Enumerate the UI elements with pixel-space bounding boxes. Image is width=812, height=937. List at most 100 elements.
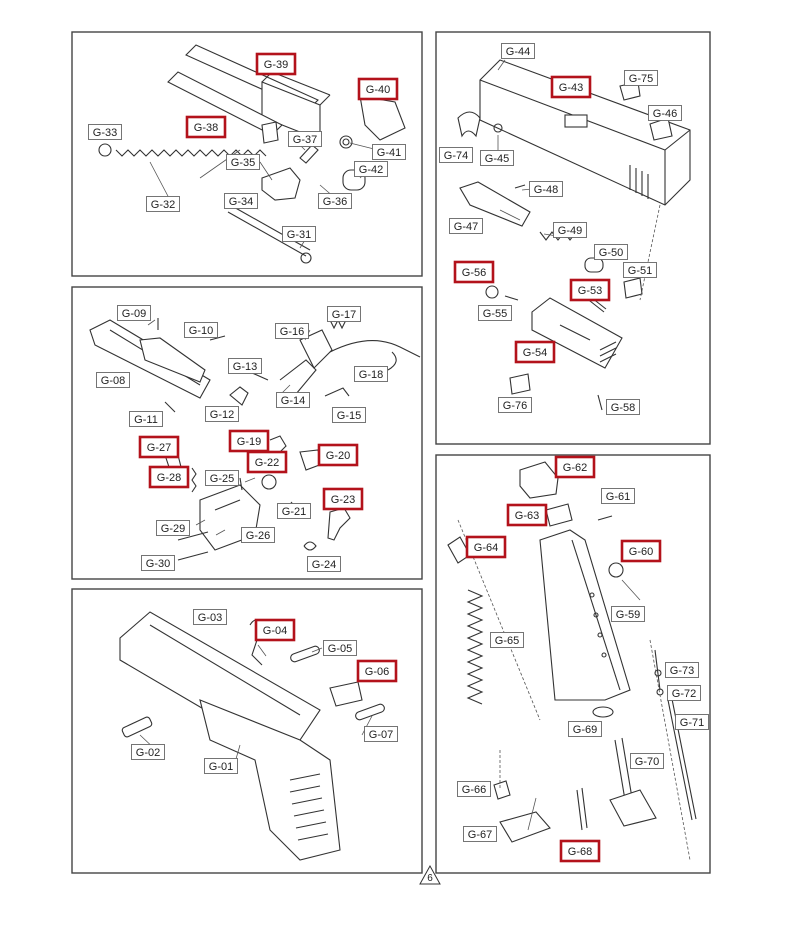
part-label-g-60: G-60: [620, 539, 662, 563]
highlight-box-g-54: [514, 340, 556, 364]
part-label-g-63: G-63: [506, 503, 548, 527]
label-box-g-15: [332, 407, 366, 423]
part-label-text-g-11: G-11: [134, 414, 158, 426]
part-label-text-g-49: G-49: [558, 225, 582, 237]
label-box-g-67: [463, 826, 497, 842]
part-label-text-g-39: G-39: [264, 59, 288, 71]
label-box-g-48: [529, 181, 563, 197]
label-box-g-50: [594, 244, 628, 260]
part-label-text-g-68: G-68: [568, 846, 592, 858]
part-label-g-28: G-28: [148, 465, 190, 489]
label-box-g-24: [307, 556, 341, 572]
part-label-g-19: G-19: [228, 429, 270, 453]
highlight-box-g-43: [550, 75, 592, 99]
part-label-text-g-18: G-18: [359, 369, 383, 381]
label-box-g-41: [372, 144, 406, 160]
part-label-g-54: G-54: [514, 340, 556, 364]
label-box-g-71: [675, 714, 709, 730]
label-box-g-69: [568, 721, 602, 737]
part-label-g-31: G-31: [282, 226, 316, 242]
part-label-text-g-65: G-65: [495, 635, 519, 647]
part-label-g-33: G-33: [88, 124, 122, 140]
part-label-g-45: G-45: [480, 150, 514, 166]
part-label-g-32: G-32: [146, 196, 180, 212]
part-label-g-04: G-04: [254, 618, 296, 642]
part-label-text-g-13: G-13: [233, 361, 257, 373]
label-box-g-47: [449, 218, 483, 234]
part-label-text-g-67: G-67: [468, 829, 492, 841]
part-label-g-50: G-50: [594, 244, 628, 260]
part-label-g-64: G-64: [465, 535, 507, 559]
label-box-g-30: [141, 555, 175, 571]
part-label-text-g-27: G-27: [147, 442, 171, 454]
part-label-g-47: G-47: [449, 218, 483, 234]
part-label-g-55: G-55: [478, 305, 512, 321]
part-label-text-g-54: G-54: [523, 347, 547, 359]
part-label-g-53: G-53: [569, 278, 611, 302]
label-box-g-13: [228, 358, 262, 374]
highlight-box-g-64: [465, 535, 507, 559]
part-label-text-g-05: G-05: [328, 643, 352, 655]
part-label-text-g-72: G-72: [672, 688, 696, 700]
part-label-g-13: G-13: [228, 358, 262, 374]
part-label-g-59: G-59: [611, 606, 645, 622]
label-box-g-36: [318, 193, 352, 209]
part-label-text-g-06: G-06: [365, 666, 389, 678]
part-label-text-g-62: G-62: [563, 462, 587, 474]
magazine-part-drawings: [447, 461, 697, 861]
part-label-text-g-36: G-36: [323, 196, 347, 208]
label-box-g-75: [624, 70, 658, 86]
trigger-part-drawings: [89, 318, 421, 561]
part-label-text-g-76: G-76: [503, 400, 527, 412]
highlight-box-g-60: [620, 539, 662, 563]
label-box-g-45: [480, 150, 514, 166]
label-box-g-73: [665, 662, 699, 678]
part-label-g-02: G-02: [131, 744, 165, 760]
part-label-text-g-75: G-75: [629, 73, 653, 85]
part-label-text-g-07: G-07: [369, 729, 393, 741]
part-label-g-27: G-27: [138, 435, 180, 459]
part-label-text-g-02: G-02: [136, 747, 160, 759]
label-box-g-32: [146, 196, 180, 212]
label-box-g-76: [498, 397, 532, 413]
part-label-text-g-10: G-10: [189, 325, 213, 337]
part-label-g-61: G-61: [601, 488, 635, 504]
part-label-g-51: G-51: [623, 262, 657, 278]
highlight-box-g-62: [554, 455, 596, 479]
label-box-g-51: [623, 262, 657, 278]
part-label-g-17: G-17: [327, 306, 361, 322]
part-label-g-20: G-20: [317, 443, 359, 467]
part-label-g-30: G-30: [141, 555, 175, 571]
part-label-text-g-55: G-55: [483, 308, 507, 320]
part-label-g-75: G-75: [624, 70, 658, 86]
highlight-box-g-38: [185, 115, 227, 139]
part-label-g-10: G-10: [184, 322, 218, 338]
highlight-box-g-40: [357, 77, 399, 101]
part-label-g-25: G-25: [205, 470, 239, 486]
part-label-g-23: G-23: [322, 487, 364, 511]
part-label-g-48: G-48: [529, 181, 563, 197]
part-label-text-g-42: G-42: [359, 164, 383, 176]
label-box-g-16: [275, 323, 309, 339]
label-box-g-01: [204, 758, 238, 774]
label-box-g-07: [364, 726, 398, 742]
part-label-g-73: G-73: [665, 662, 699, 678]
part-label-text-g-64: G-64: [474, 542, 498, 554]
label-box-g-29: [156, 520, 190, 536]
part-label-text-g-08: G-08: [101, 375, 125, 387]
label-box-g-11: [129, 411, 163, 427]
part-label-text-g-33: G-33: [93, 127, 117, 139]
label-box-g-31: [282, 226, 316, 242]
part-label-g-29: G-29: [156, 520, 190, 536]
part-label-g-67: G-67: [463, 826, 497, 842]
part-label-text-g-30: G-30: [146, 558, 170, 570]
label-box-g-74: [439, 147, 473, 163]
part-label-g-62: G-62: [554, 455, 596, 479]
part-label-text-g-20: G-20: [326, 450, 350, 462]
label-box-g-08: [96, 372, 130, 388]
part-label-text-g-70: G-70: [635, 756, 659, 768]
highlight-box-g-23: [322, 487, 364, 511]
part-label-text-g-25: G-25: [210, 473, 234, 485]
part-label-g-21: G-21: [277, 503, 311, 519]
